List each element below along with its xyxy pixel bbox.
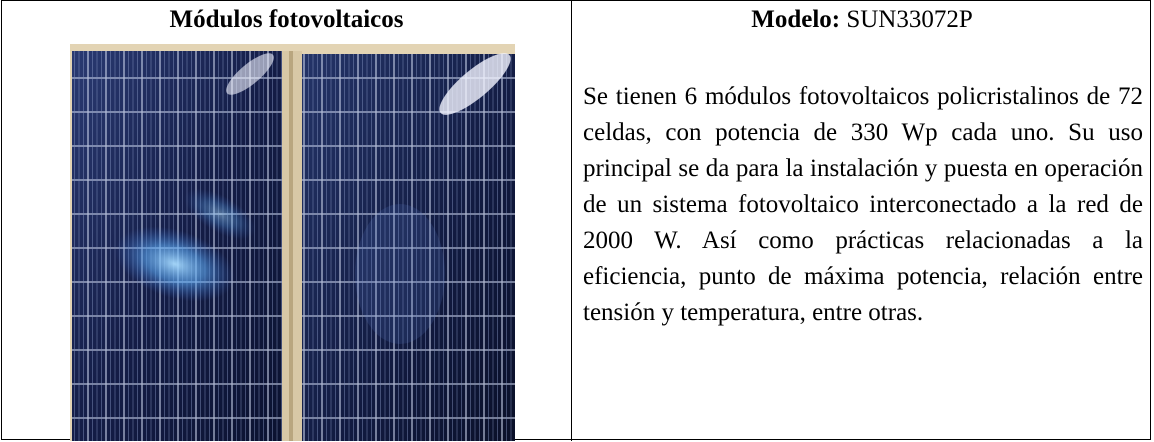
- solar-panels-photo: [70, 44, 515, 441]
- module-description: Se tienen 6 módulos fotovoltaicos policr…: [583, 83, 1143, 326]
- column-divider: [571, 1, 572, 441]
- model-value: SUN33072P: [846, 6, 973, 33]
- model-label: Modelo:: [751, 6, 841, 33]
- solar-panels-illustration: [70, 44, 515, 441]
- left-column-header: Módulos fotovoltaicos: [169, 6, 404, 33]
- right-column-header: Modelo: SUN33072P: [572, 5, 1152, 35]
